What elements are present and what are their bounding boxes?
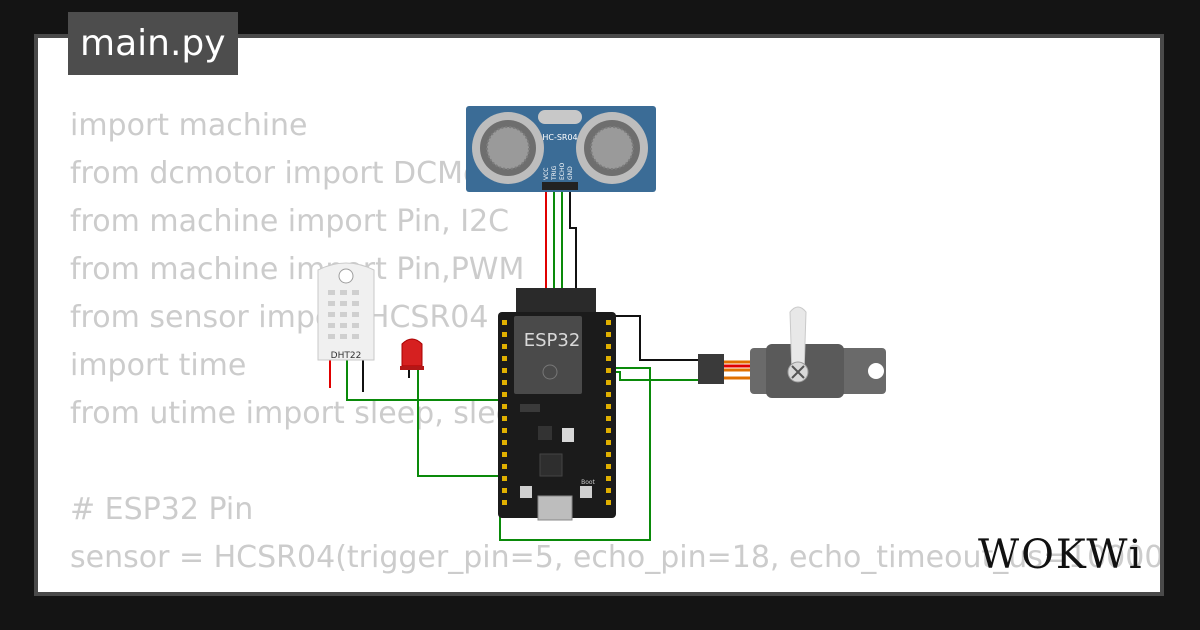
code-line: import machine [70, 108, 308, 143]
boot-label: Boot [581, 479, 595, 486]
dht22-label: DHT22 [331, 351, 362, 361]
wokwi-logo: WOKWi [978, 530, 1148, 580]
esp32-board[interactable]: ESP32 Boot [498, 288, 616, 521]
code-line: i2c = I2C(scl=Pin(21), sda=Pin(22)) # Me… [70, 588, 1160, 592]
hc-sr04-sensor[interactable]: HC-SR04 VCC TRIG ECHO GND [466, 106, 656, 192]
code-preview: import machine from dcmotor import DCMot… [70, 102, 1164, 592]
wokwi-logo-text: WOKWi [978, 532, 1144, 576]
file-tab[interactable]: main.py [68, 12, 238, 75]
led[interactable] [400, 338, 424, 370]
pin-label-vcc: VCC [543, 168, 550, 180]
code-line: # ESP32 Pin [70, 492, 254, 527]
esp32-label: ESP32 [524, 330, 581, 351]
code-line: import time [70, 348, 247, 383]
servo-motor[interactable] [698, 306, 886, 398]
pin-label-trig: TRIG [551, 165, 558, 181]
code-line: from machine import Pin, I2C [70, 204, 510, 239]
pin-label-echo: ECHO [559, 163, 566, 180]
pin-label-gnd: GND [567, 166, 574, 180]
wokwi-logo-mark: WOKWi [978, 532, 1144, 578]
code-line: sensor = HCSR04(trigger_pin=5, echo_pin=… [70, 540, 1164, 575]
hc-sr04-label: HC-SR04 [542, 133, 577, 142]
file-tab-label: main.py [80, 23, 226, 64]
dht22-sensor[interactable]: DHT22 [317, 262, 375, 361]
